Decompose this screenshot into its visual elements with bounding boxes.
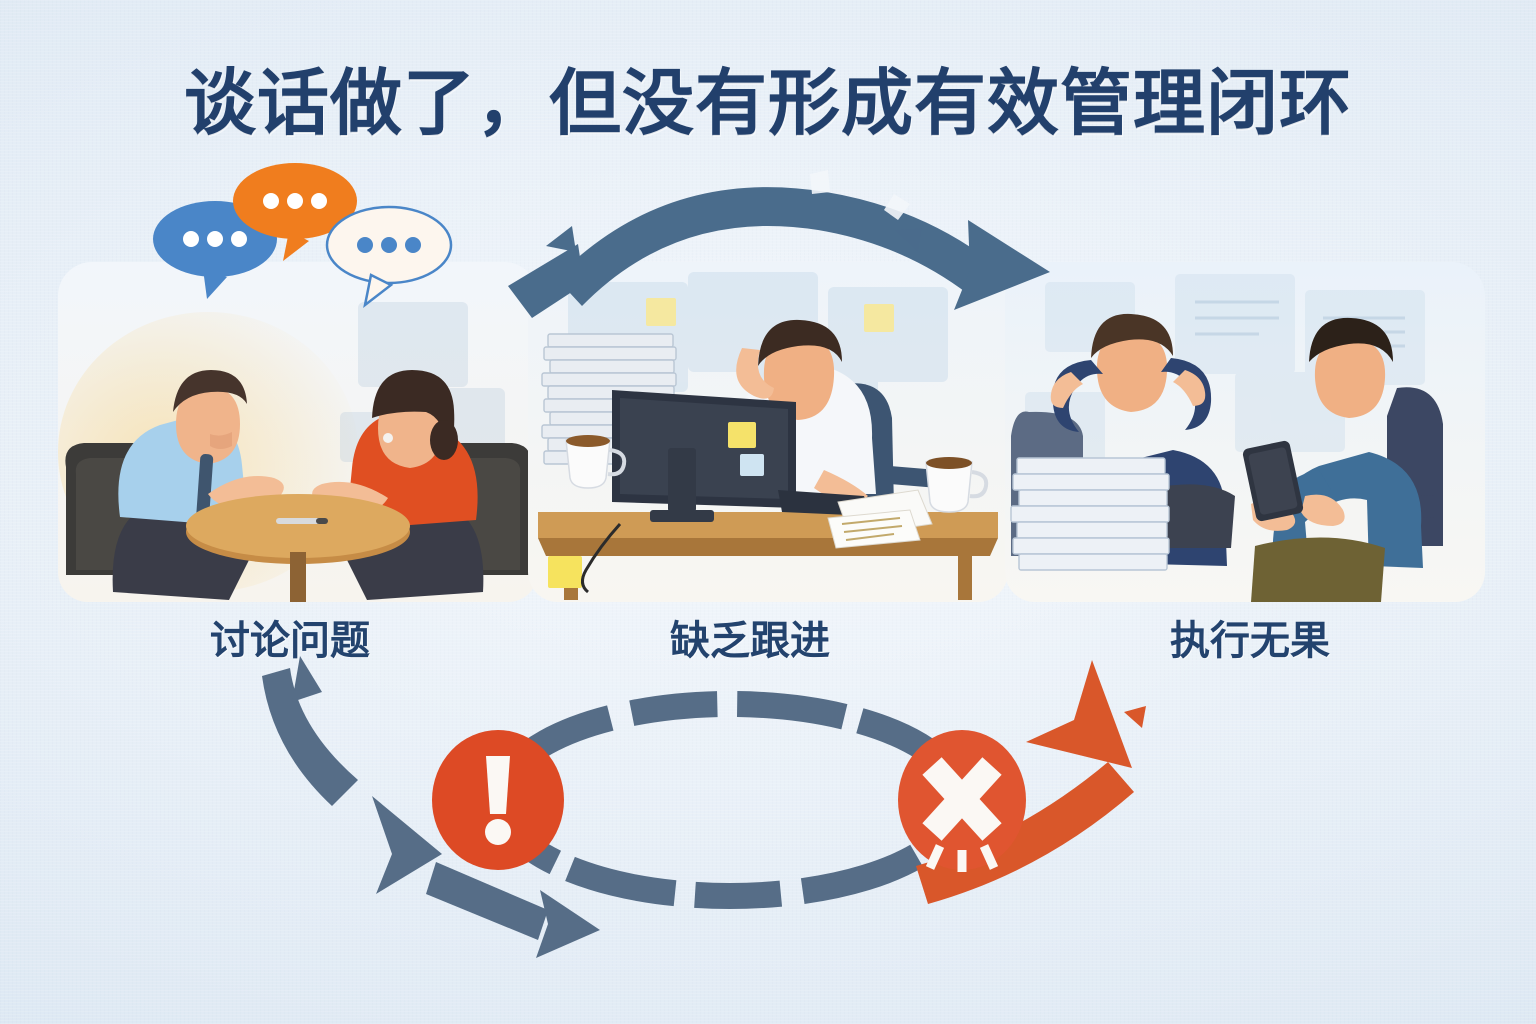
panel-discussion [58,163,538,602]
broken-management-loop [262,656,1146,958]
sticky-note [548,556,582,588]
flow-arrow-right [508,170,1050,318]
page-title: 谈话做了，但没有形成有效管理闭环 [183,64,1352,144]
speech-bubble-orange [233,163,357,261]
caption-discussion: 讨论问题 [210,619,370,663]
sticky-note [728,422,756,448]
caption-no-followup: 缺乏跟进 [670,619,830,663]
warning-exclamation-icon [432,730,564,870]
trousers [1251,537,1385,602]
coffee-mug-left [565,435,627,489]
sticky-note [646,298,894,332]
pen-on-table [276,518,328,524]
failure-cross-icon [898,730,1026,872]
hand-right [1301,494,1345,526]
speech-bubble-white [325,205,453,309]
scattered-documents [827,489,933,549]
dashed-loop-ring [487,691,973,909]
cable [581,522,622,594]
panel-discussion-artwork [58,262,538,602]
paper-stack [1010,457,1170,571]
coffee-mug-right [925,457,989,513]
panel-no-followup-artwork [528,262,1008,602]
panel-no-results [1005,262,1485,602]
panel-no-followup [528,262,1008,602]
speech-bubbles-group [153,163,453,309]
loop-inbound-arrow [262,656,600,958]
person-on-phone [1242,317,1423,602]
panel-no-results-artwork [1005,262,1485,602]
round-table [186,494,410,602]
caption-no-results: 执行无果 [1170,619,1330,663]
computer-monitor [612,390,796,522]
